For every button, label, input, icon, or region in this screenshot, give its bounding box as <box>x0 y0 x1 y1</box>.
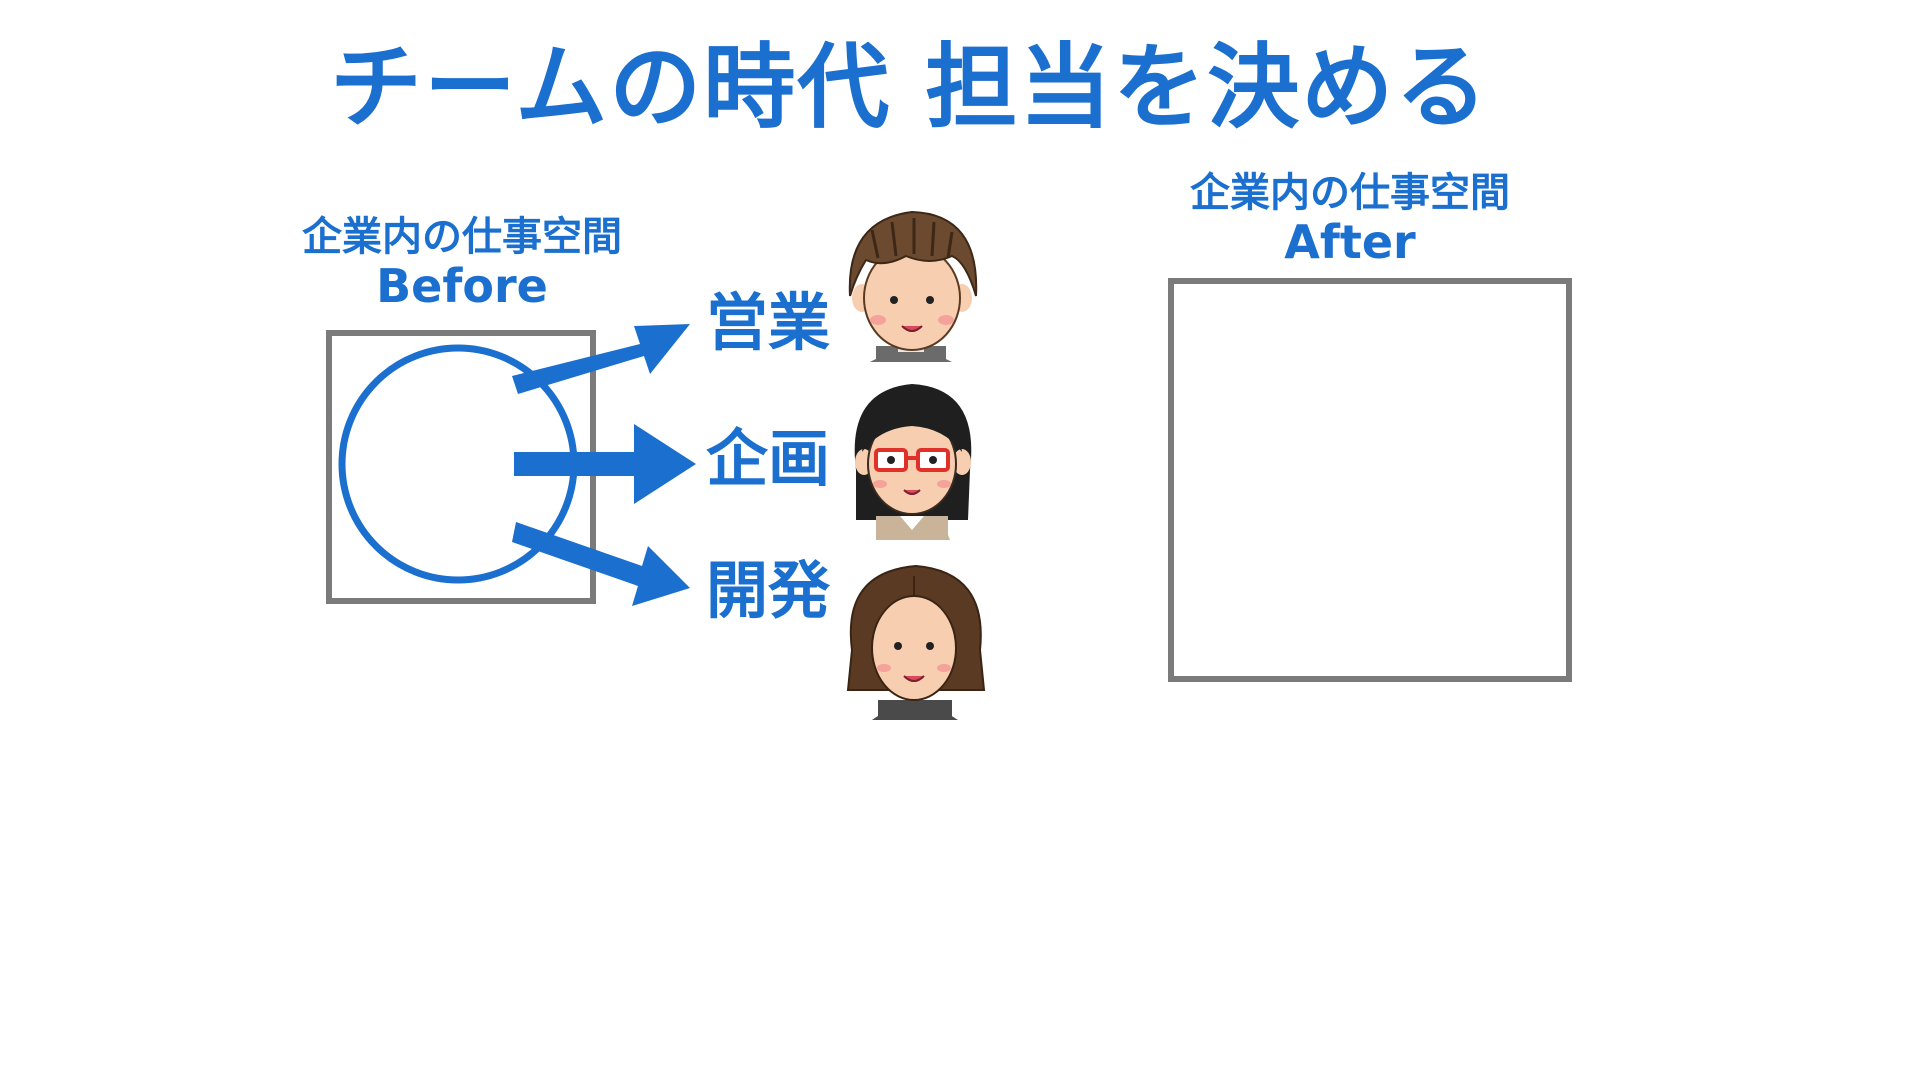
role-label-dev: 開発 <box>706 554 831 627</box>
after-workspace-box <box>1168 278 1572 682</box>
arrow-to-sales <box>512 324 690 394</box>
role-label-sales: 営業 <box>706 286 831 359</box>
after-caption-line2: After <box>1284 215 1416 269</box>
after-caption: 企業内の仕事空間 After <box>1140 170 1560 269</box>
before-caption-line1: 企業内の仕事空間 <box>302 214 622 260</box>
role-label-planning: 企画 <box>706 422 831 495</box>
page-title: チームの時代 担当を決める <box>330 34 1490 141</box>
person-glasses-icon <box>854 384 972 540</box>
arrow-to-planning <box>514 424 696 504</box>
after-caption-line1: 企業内の仕事空間 <box>1190 170 1510 216</box>
before-caption: 企業内の仕事空間 Before <box>252 214 672 313</box>
person-long-hair-icon <box>846 564 986 720</box>
person-short-hair-icon <box>848 210 978 362</box>
arrow-to-dev <box>512 522 690 606</box>
before-caption-line2: Before <box>376 259 548 313</box>
